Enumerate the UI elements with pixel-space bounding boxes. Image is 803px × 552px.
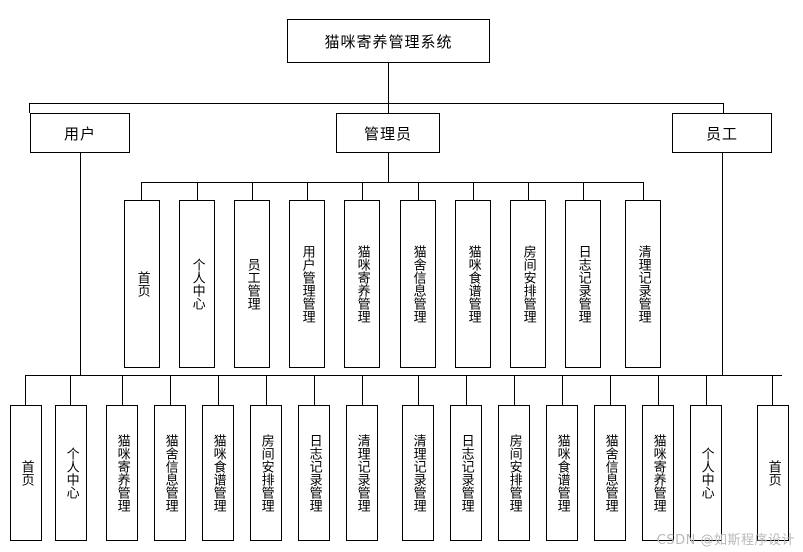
node-admin-item-2: 员工管理 xyxy=(234,200,270,368)
connector-bottom-drop-11 xyxy=(562,375,563,405)
connector-drop-user xyxy=(29,103,30,113)
node-label: 首页 xyxy=(765,460,781,486)
node-label: 日志记录管理 xyxy=(458,434,474,512)
node-bottom-item-0: 首页 xyxy=(10,405,42,541)
node-bottom-item-15: 首页 xyxy=(757,405,789,541)
node-label: 用户管理管理 xyxy=(299,245,315,323)
connector-bottom-drop-4 xyxy=(218,375,219,405)
node-bottom-item-10: 房间安排管理 xyxy=(498,405,530,541)
connector-admin-drop-0 xyxy=(141,182,142,200)
connector-bottom-drop-6 xyxy=(314,375,315,405)
node-label: 日志记录管理 xyxy=(575,245,591,323)
connector-bottom-drop-9 xyxy=(466,375,467,405)
connector-bottom-drop-7 xyxy=(362,375,363,405)
node-label: 猫咪食谱管理 xyxy=(465,245,481,323)
connector-admin-drop-4 xyxy=(362,182,363,200)
node-bottom-item-14: 个人中心 xyxy=(690,405,722,541)
node-bottom-item-3: 猫舍信息管理 xyxy=(154,405,186,541)
node-label: 猫舍信息管理 xyxy=(162,434,178,512)
connector-admin-drop-7 xyxy=(528,182,529,200)
node-label: 个人中心 xyxy=(63,447,79,499)
connector-admin-drop-6 xyxy=(473,182,474,200)
node-label: 首页 xyxy=(134,271,150,297)
node-label: 管理员 xyxy=(363,124,412,143)
node-bottom-item-5: 房间安排管理 xyxy=(250,405,282,541)
node-admin-item-3: 用户管理管理 xyxy=(289,200,325,368)
node-bottom-item-8: 清理记录管理 xyxy=(402,405,434,541)
node-label: 员工管理 xyxy=(244,258,260,310)
watermark-text: CSDN @如斯程序设计 xyxy=(656,533,795,548)
connector-level1-bus xyxy=(29,103,723,104)
node-label: 首页 xyxy=(18,460,34,486)
node-admin-item-5: 猫舍信息管理 xyxy=(400,200,436,368)
connector-bottom-drop-5 xyxy=(266,375,267,405)
node-bottom-item-1: 个人中心 xyxy=(55,405,87,541)
node-role-staff: 员工 xyxy=(672,113,772,153)
connector-bottom-drop-15 xyxy=(772,375,773,405)
connector-admin-drop-5 xyxy=(418,182,419,200)
node-label: 猫咪食谱管理 xyxy=(210,434,226,512)
node-label: 用户 xyxy=(63,124,96,143)
node-bottom-item-9: 日志记录管理 xyxy=(450,405,482,541)
node-bottom-item-7: 清理记录管理 xyxy=(346,405,378,541)
connector-admin-drop-9 xyxy=(643,182,644,200)
connector-bottom-drop-8 xyxy=(418,375,419,405)
node-bottom-item-11: 猫咪食谱管理 xyxy=(546,405,578,541)
node-label: 员工 xyxy=(705,124,738,143)
connector-drop-admin xyxy=(388,103,389,113)
node-label: 猫舍信息管理 xyxy=(602,434,618,512)
connector-bottom-drop-1 xyxy=(70,375,71,405)
connector-admin-drop-2 xyxy=(252,182,253,200)
node-bottom-item-2: 猫咪寄养管理 xyxy=(106,405,138,541)
node-label: 房间安排管理 xyxy=(520,245,536,323)
node-admin-item-1: 个人中心 xyxy=(179,200,215,368)
node-label: 清理记录管理 xyxy=(410,434,426,512)
node-label: 清理记录管理 xyxy=(635,245,651,323)
node-label: 猫咪寄养管理 xyxy=(354,245,370,323)
node-bottom-item-6: 日志记录管理 xyxy=(298,405,330,541)
connector-bottom-drop-3 xyxy=(170,375,171,405)
node-label: 猫舍信息管理 xyxy=(410,245,426,323)
connector-bottom-drop-10 xyxy=(514,375,515,405)
node-admin-item-7: 房间安排管理 xyxy=(510,200,546,368)
connector-drop-staff xyxy=(723,103,724,113)
connector-admin-bus xyxy=(141,182,643,183)
node-label: 个人中心 xyxy=(698,447,714,499)
connector-staff-stem xyxy=(722,153,723,375)
connector-admin-drop-8 xyxy=(583,182,584,200)
node-admin-item-0: 首页 xyxy=(124,200,160,368)
node-bottom-item-13: 猫咪寄养管理 xyxy=(642,405,674,541)
node-label: 日志记录管理 xyxy=(306,434,322,512)
connector-admin-drop-1 xyxy=(197,182,198,200)
node-system-title: 猫咪寄养管理系统 xyxy=(287,19,490,63)
node-label: 猫咪寄养管理系统 xyxy=(324,32,453,51)
connector-bottom-bus xyxy=(25,375,782,376)
connector-bottom-drop-12 xyxy=(610,375,611,405)
node-label: 清理记录管理 xyxy=(354,434,370,512)
node-label: 房间安排管理 xyxy=(506,434,522,512)
connector-bottom-drop-13 xyxy=(658,375,659,405)
node-label: 个人中心 xyxy=(189,258,205,310)
node-role-user: 用户 xyxy=(30,113,130,153)
node-admin-item-8: 日志记录管理 xyxy=(565,200,601,368)
node-label: 猫咪寄养管理 xyxy=(650,434,666,512)
node-bottom-item-4: 猫咪食谱管理 xyxy=(202,405,234,541)
node-admin-item-9: 清理记录管理 xyxy=(625,200,661,368)
connector-admin-drop-3 xyxy=(307,182,308,200)
connector-admin-stem xyxy=(388,153,389,182)
node-bottom-item-12: 猫舍信息管理 xyxy=(594,405,626,541)
connector-user-stem xyxy=(80,153,81,375)
connector-bottom-drop-2 xyxy=(122,375,123,405)
node-role-admin: 管理员 xyxy=(336,113,440,153)
connector-bottom-drop-0 xyxy=(25,375,26,405)
node-admin-item-4: 猫咪寄养管理 xyxy=(344,200,380,368)
connector-title-stem xyxy=(388,63,389,103)
node-admin-item-6: 猫咪食谱管理 xyxy=(455,200,491,368)
node-label: 猫咪食谱管理 xyxy=(554,434,570,512)
node-label: 房间安排管理 xyxy=(258,434,274,512)
node-label: 猫咪寄养管理 xyxy=(114,434,130,512)
connector-bottom-drop-14 xyxy=(706,375,707,405)
